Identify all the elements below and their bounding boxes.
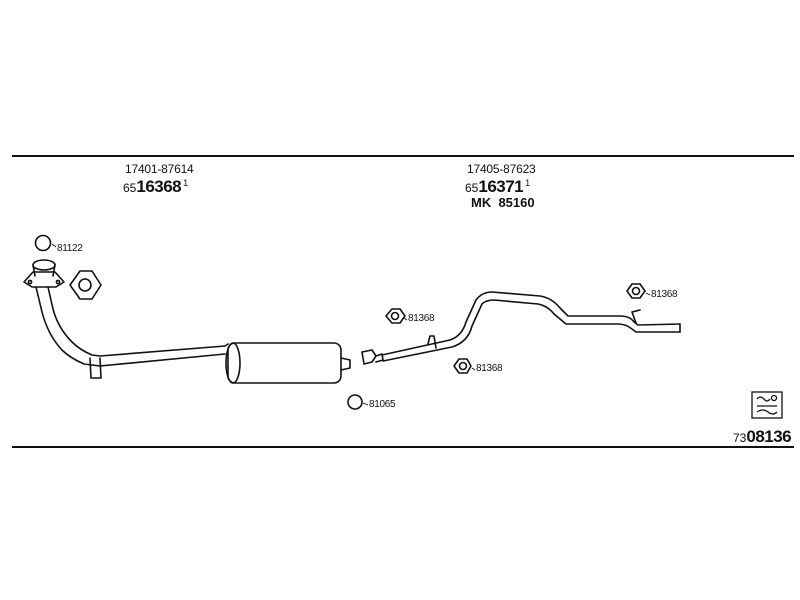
rear-pipe-hook-2-icon <box>631 309 641 324</box>
front-pipe-part-number: 17401-87614 <box>125 162 194 176</box>
mk-number: 85160 <box>498 195 535 210</box>
callout-muffler-ring: 81065 <box>369 399 396 410</box>
donut-gasket-icon <box>69 270 102 300</box>
rear-pipe-code-prefix: 65 <box>465 181 479 195</box>
callout-hanger-mid-lower: 81368 <box>476 363 503 374</box>
muffler-gasket-ring-icon <box>347 394 363 410</box>
mk-kit-label: MK 85160 <box>471 196 535 209</box>
muffler-icon <box>224 342 351 384</box>
rear-pipe-hook-1-icon <box>427 335 437 349</box>
callout-hanger-rear: 81368 <box>651 289 678 300</box>
rear-pipe-part-number: 17405-87623 <box>467 162 536 176</box>
reference-main: 08136 <box>746 427 792 446</box>
mk-prefix: MK <box>471 195 492 210</box>
front-pipe-code-prefix: 65 <box>123 181 137 195</box>
reference-prefix: 73 <box>733 431 747 445</box>
diagram-reference-number: 7308136 <box>733 427 792 446</box>
front-pipe-code-sup: 1 <box>183 178 189 188</box>
front-gasket-ring-icon <box>34 234 52 252</box>
hanger-rear-icon <box>626 283 646 299</box>
rear-pipe-code-sup: 1 <box>525 178 531 188</box>
rear-pipe-flange-icon <box>361 349 384 365</box>
hanger-mid-lower-icon <box>453 358 472 374</box>
callout-hanger-mid-upper: 81368 <box>408 313 435 324</box>
rear-pipe-code-main: 16371 <box>478 177 524 196</box>
hanger-mid-upper-icon <box>385 308 406 324</box>
catalog-symbol-icon <box>751 391 783 419</box>
front-flange-icon <box>23 259 65 288</box>
callout-front-ring: 81122 <box>57 243 83 254</box>
front-pipe-code-main: 16368 <box>136 177 182 196</box>
front-pipe-clamp-icon <box>89 357 102 379</box>
top-divider <box>12 155 794 157</box>
bottom-divider <box>12 446 794 448</box>
